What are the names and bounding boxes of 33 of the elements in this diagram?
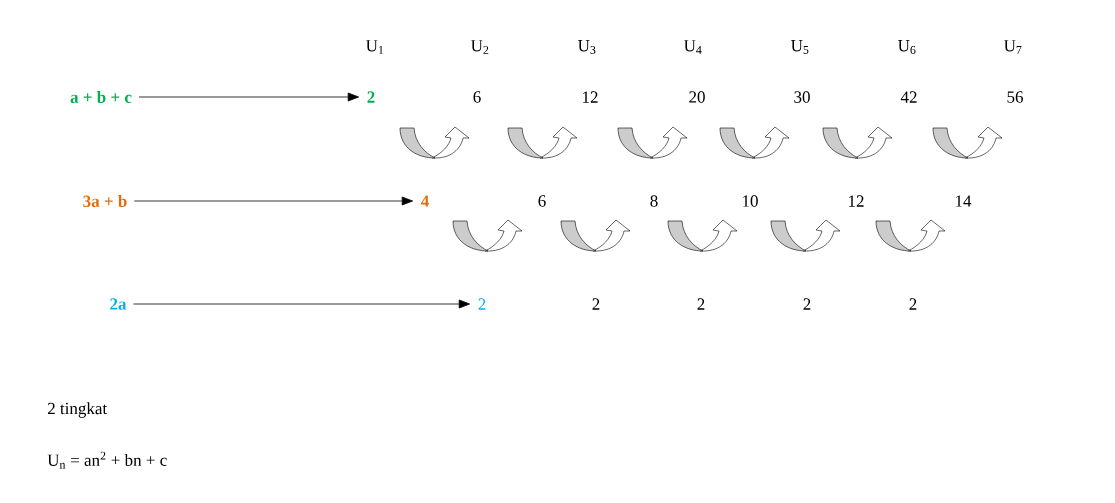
row-label: a + b + c <box>70 91 132 103</box>
value-label: 12 <box>583 91 598 103</box>
value-label: 56 <box>1007 91 1023 103</box>
value-label: 2 <box>592 298 600 310</box>
value-label: U$_{6}$ <box>898 40 916 54</box>
value-label: 10 <box>743 195 758 207</box>
value-label: 6 <box>538 195 546 207</box>
value-label: U$_{1}$ <box>366 40 384 54</box>
row-label: 4 <box>421 195 429 207</box>
value-label: 12 <box>849 195 864 207</box>
row-label: 3a + b <box>83 195 127 207</box>
row-label: 2 <box>367 91 375 103</box>
value-label: 2 <box>803 298 811 310</box>
row-label: 2a <box>110 298 127 310</box>
value-label: 6 <box>473 91 481 103</box>
value-label: U$_{2}$ <box>471 40 489 54</box>
value-label: 42 <box>900 91 917 103</box>
value-label: U$_{3}$ <box>578 40 596 54</box>
arrow <box>133 299 470 309</box>
value-label: U$_{4}$ <box>684 40 702 54</box>
value-label: U$_{5}$ <box>791 40 809 54</box>
arrow <box>133 196 413 206</box>
value-label: 30 <box>794 91 810 103</box>
value-label: 2 <box>909 298 917 310</box>
note-text: 2 tingkat <box>47 402 108 418</box>
row-label: 2 <box>478 298 486 310</box>
value-label: 14 <box>956 195 972 207</box>
note-text: U$_{n}$ = an$^{2}$ + bn + c <box>47 451 167 469</box>
value-label: 2 <box>697 298 705 310</box>
value-label: U$_{7}$ <box>1004 40 1022 54</box>
arrow <box>138 92 359 102</box>
value-label: 20 <box>689 91 705 103</box>
value-label: 8 <box>650 195 658 207</box>
